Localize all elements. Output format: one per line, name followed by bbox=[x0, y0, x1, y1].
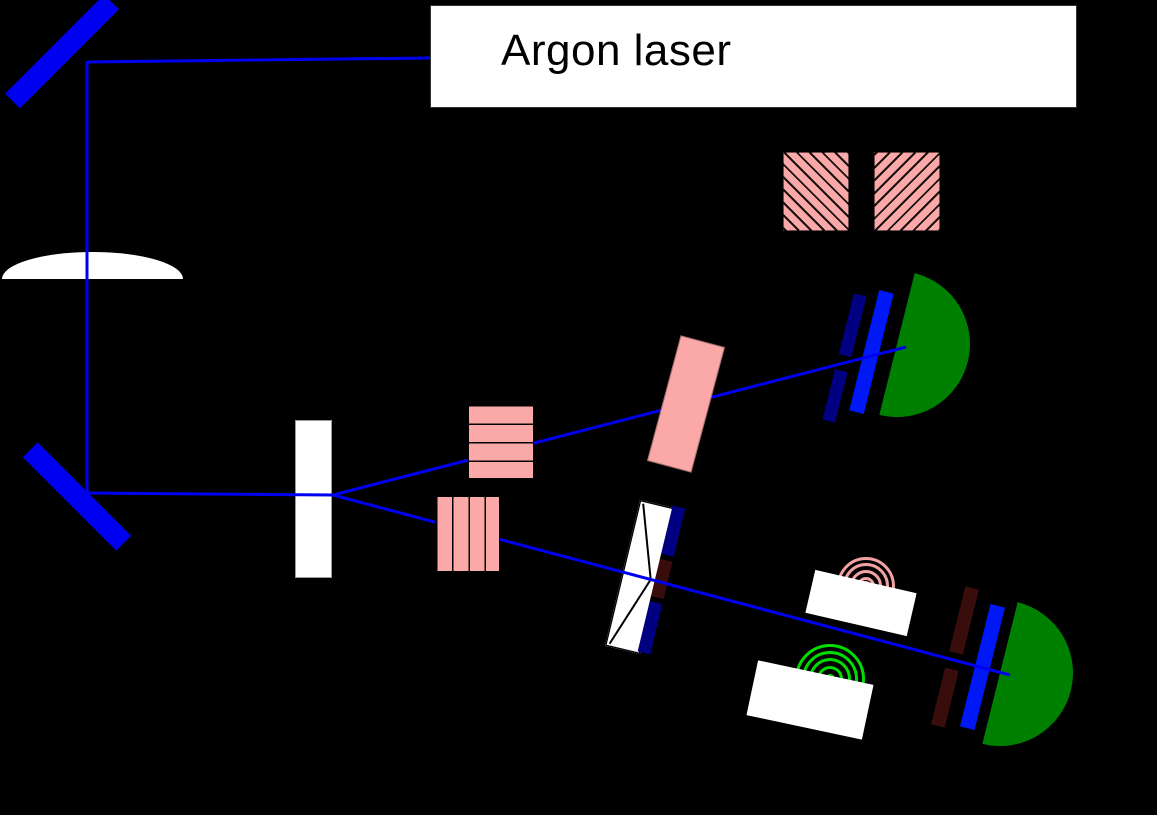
beam-segment-laser-to-mirror bbox=[87, 56, 431, 64]
polarization-square-right-hatch-icon bbox=[874, 152, 940, 231]
polarization-square-left-hatch-icon bbox=[783, 152, 849, 231]
grating-horizontal-lines-icon bbox=[468, 404, 534, 479]
argon-laser-box: Argon laser bbox=[430, 5, 1077, 108]
beam-splitter-icon bbox=[295, 420, 332, 578]
argon-laser-label: Argon laser bbox=[501, 26, 732, 75]
grating-vertical-lines-icon bbox=[435, 496, 500, 572]
beam-segment-horizontal bbox=[85, 491, 334, 497]
beam-segment-upper-branch bbox=[332, 345, 907, 497]
